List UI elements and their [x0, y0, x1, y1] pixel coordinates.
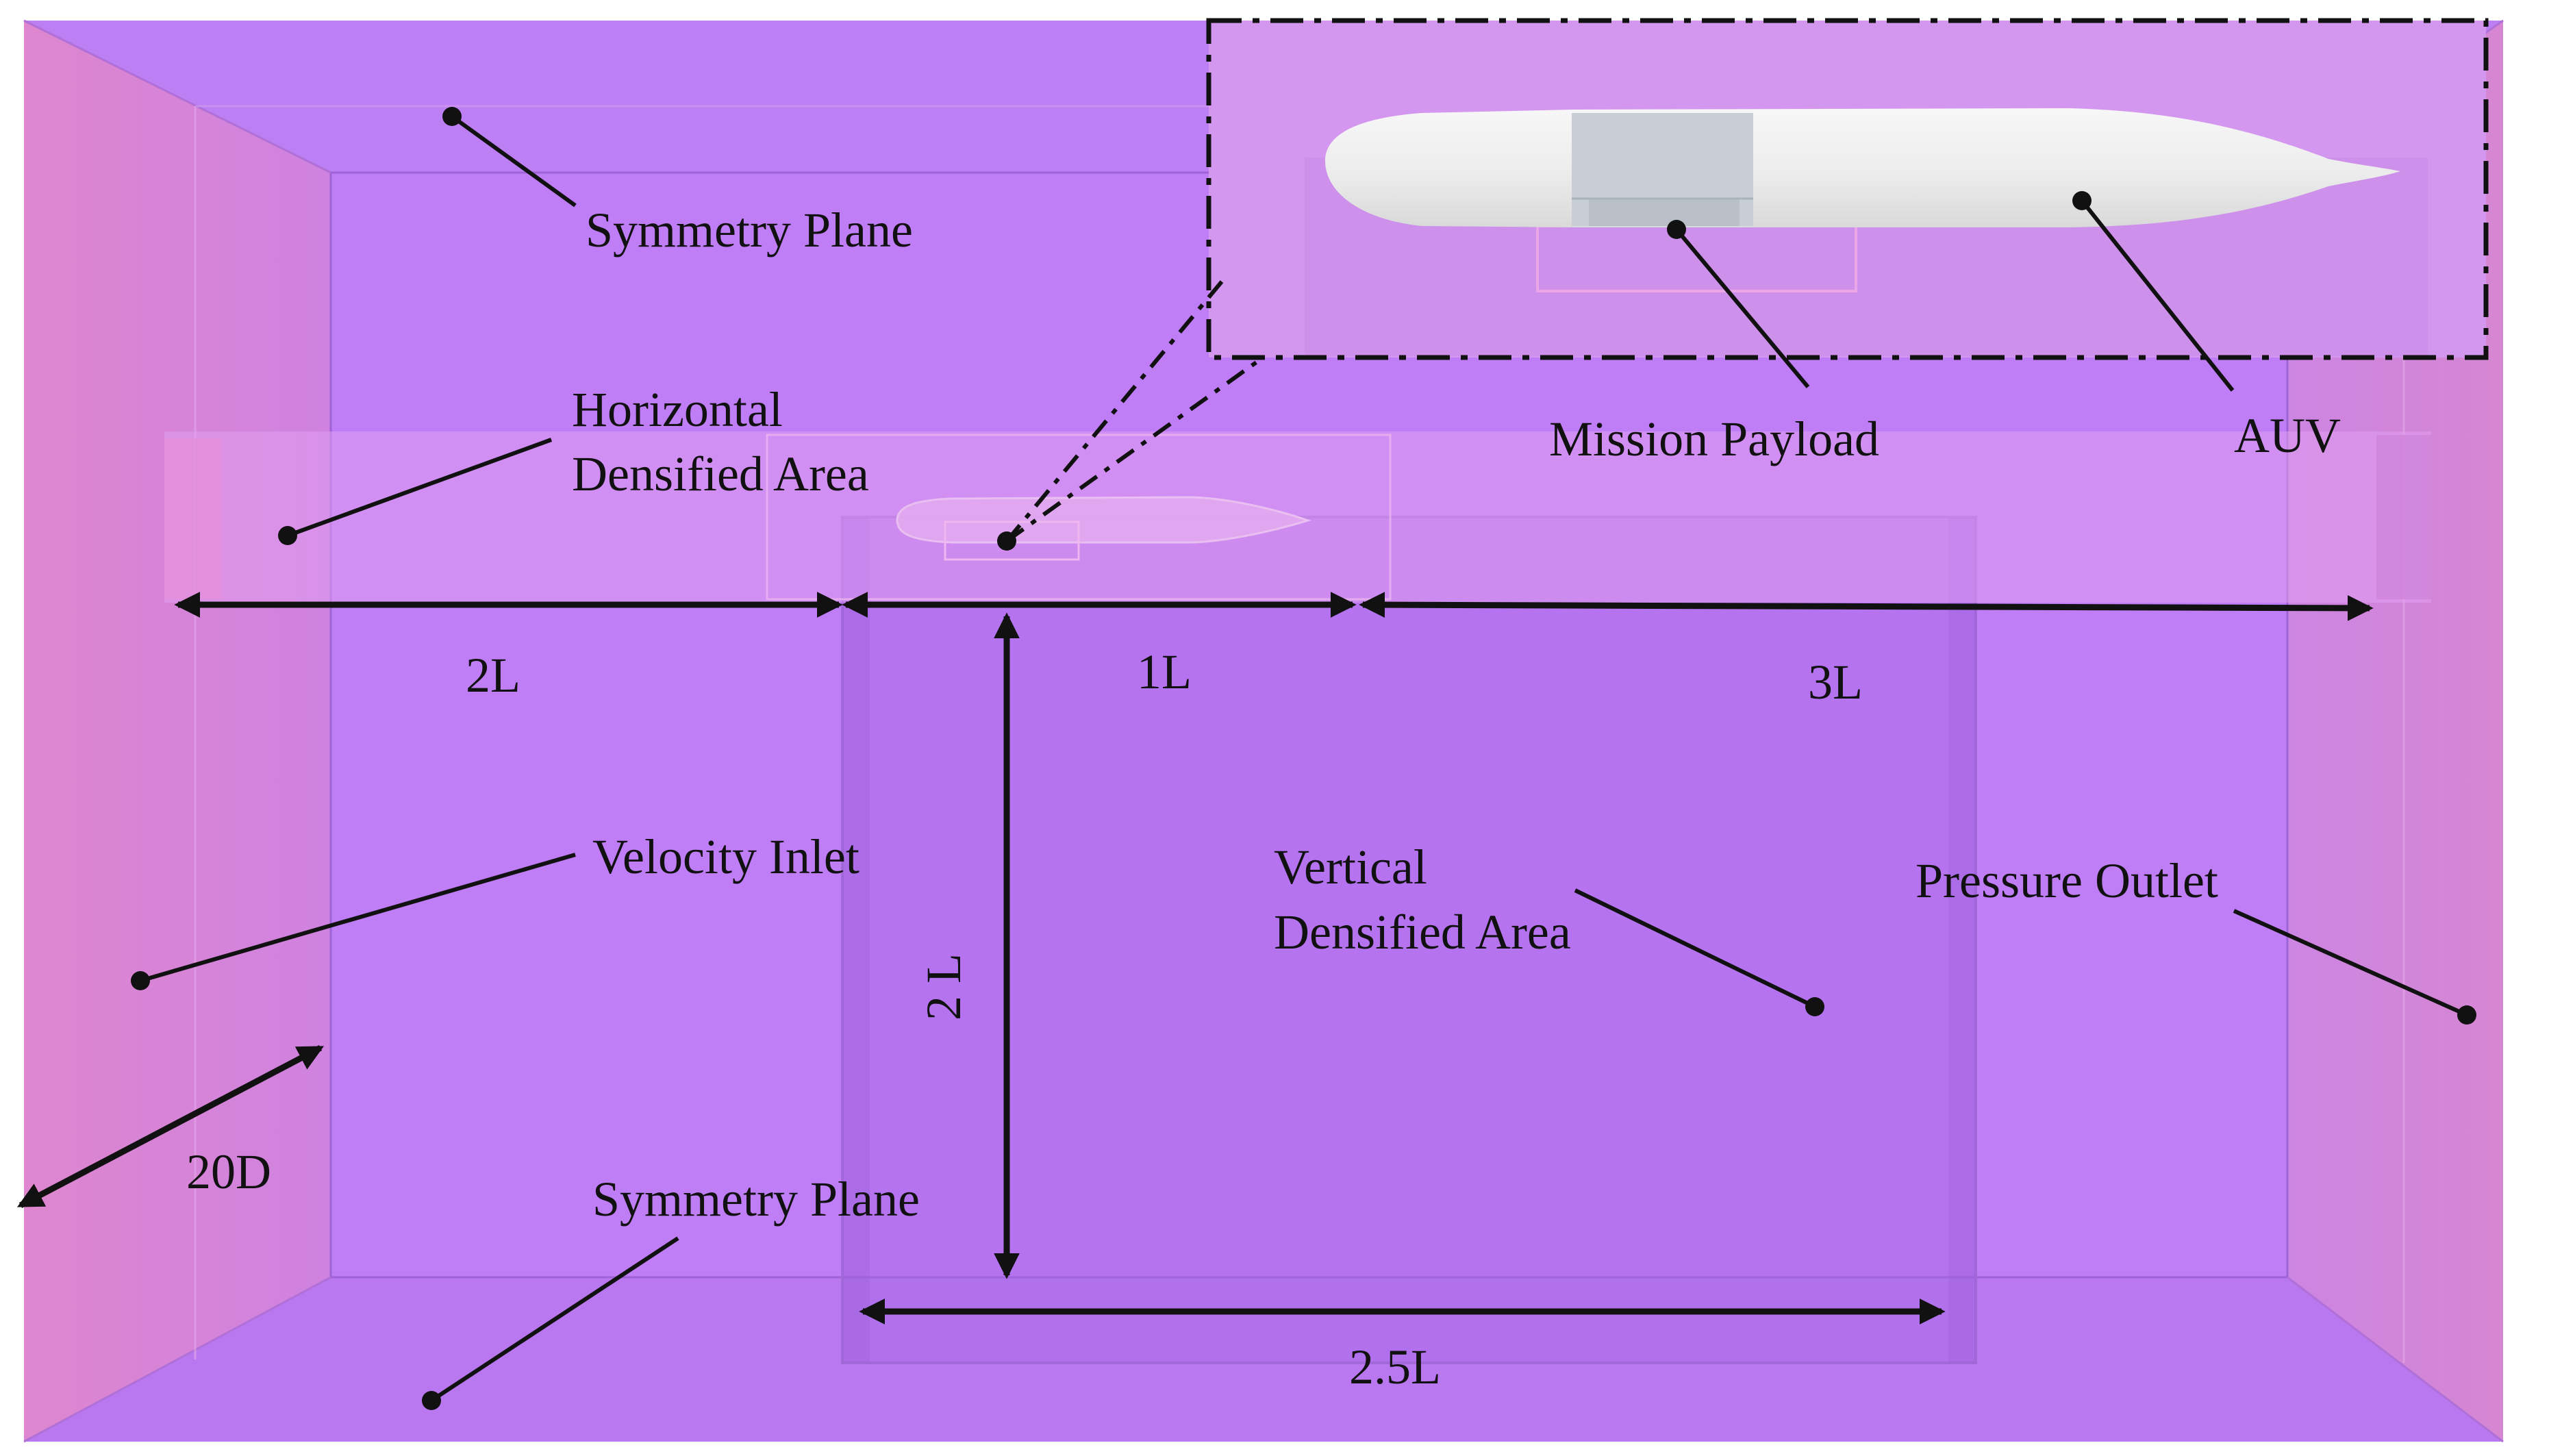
- dot-velocity-inlet: [131, 971, 150, 990]
- dim-label-1l: 1L: [1137, 644, 1192, 699]
- leader-symmetry-bottom: [430, 1236, 679, 1403]
- leader-vertical-densified: [1574, 888, 1816, 1009]
- label-vertical-densified-line1: Vertical: [1274, 840, 1427, 894]
- zoom-connector-lower: [1005, 357, 1261, 543]
- labels: Symmetry Plane Horizontal Densified Area…: [186, 203, 2341, 1394]
- dot-horizontal-densified: [278, 526, 297, 545]
- zoom-connectors: [997, 279, 1261, 551]
- vertical-densified-area: [841, 516, 1977, 1364]
- label-horizontal-densified-line2: Densified Area: [572, 447, 869, 501]
- leader-symmetry-top: [451, 114, 577, 208]
- auv-small-marker-dot: [997, 531, 1016, 551]
- label-mission-payload: Mission Payload: [1549, 412, 1879, 466]
- dim-label-2-5l: 2.5L: [1349, 1340, 1441, 1394]
- mission-payload-lower: [1589, 199, 1740, 226]
- dot-mission-payload: [1667, 220, 1686, 239]
- domain-pressure-outlet-wall: [2287, 21, 2503, 1442]
- label-pressure-outlet: Pressure Outlet: [1916, 853, 2218, 908]
- dim-label-3l: 3L: [1808, 655, 1863, 710]
- label-auv: AUV: [2234, 408, 2341, 463]
- dim-arrow-20d: [16, 1045, 325, 1208]
- horizontal-densified-left-end: [164, 438, 223, 599]
- dot-symmetry-top: [442, 107, 462, 126]
- zoom-inset: [1206, 18, 2489, 360]
- dot-pressure-outlet: [2457, 1005, 2476, 1025]
- zoom-connector-upper: [1005, 279, 1225, 542]
- dot-vertical-densified: [1805, 997, 1824, 1016]
- auv-small-hull: [896, 496, 1311, 544]
- dot-auv: [2072, 191, 2092, 210]
- vertical-densified-right-face: [1948, 517, 1976, 1363]
- dimension-arrows: [16, 592, 2374, 1325]
- label-velocity-inlet: Velocity Inlet: [592, 829, 859, 884]
- inset-frame: [1206, 18, 2489, 360]
- leader-auv: [2080, 199, 2235, 392]
- label-vertical-densified-line2: Densified Area: [1274, 905, 1571, 959]
- leader-horizontal-densified: [286, 438, 553, 538]
- dim-label-20d: 20D: [186, 1144, 271, 1199]
- leader-pressure-outlet: [2233, 909, 2468, 1017]
- horizontal-densified-right-end: [2376, 435, 2431, 599]
- vertical-densified-box: [841, 516, 1977, 1364]
- label-symmetry-plane-top: Symmetry Plane: [586, 203, 913, 258]
- label-horizontal-densified-line1: Horizontal: [572, 382, 783, 437]
- leader-velocity-inlet: [140, 853, 576, 983]
- vertical-densified-left-face: [842, 517, 870, 1363]
- leader-mission-payload: [1674, 228, 1810, 388]
- dim-arrow-3l: [1359, 592, 2374, 621]
- leader-lines: [131, 107, 2476, 1410]
- domain-edges: [2287, 1276, 2504, 1443]
- dim-label-2l-vertical: 2 L: [916, 953, 971, 1020]
- domain-edges: [23, 19, 331, 174]
- label-symmetry-plane-bottom: Symmetry Plane: [592, 1172, 920, 1227]
- dot-symmetry-bottom: [422, 1391, 441, 1410]
- dim-label-2l: 2L: [466, 648, 520, 703]
- domain-edges: [23, 1276, 331, 1443]
- auv-small: [896, 496, 1311, 561]
- auv-small-payload: [944, 520, 1080, 561]
- domain-velocity-inlet-wall: [24, 21, 331, 1442]
